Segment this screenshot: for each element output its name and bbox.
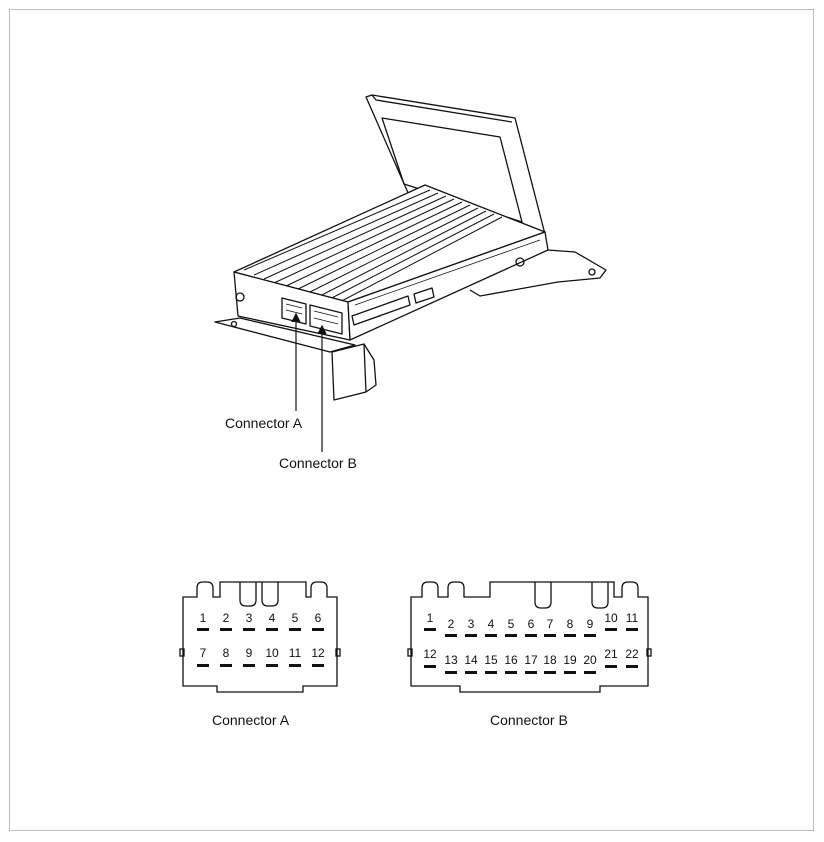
connector-b-pin-label-2: 2 — [448, 617, 455, 631]
heatsink-fins — [243, 189, 503, 306]
connector-b-pin-label-15: 15 — [484, 653, 498, 667]
connector-a-pin-label-10: 10 — [265, 646, 279, 660]
mounting-plate-window — [381, 117, 523, 223]
connector-a-pin-bar-10 — [266, 664, 278, 667]
connector-a-pin-bar-7 — [197, 664, 209, 667]
connector-b-pin-bar-17 — [525, 671, 537, 674]
bracket-right — [469, 247, 607, 297]
connector-b-pin-label-3: 3 — [468, 617, 475, 631]
connector-b-pin-bar-14 — [465, 671, 477, 674]
connector-a-pin-label-4: 4 — [269, 611, 276, 625]
connector-a-diagram — [179, 581, 341, 693]
connector-b-pin-bar-7 — [544, 634, 556, 637]
connector-b-pin-bar-13 — [445, 671, 457, 674]
connector-a-pin-bar-5 — [289, 628, 301, 631]
connector-a-pin-label-11: 11 — [289, 646, 302, 660]
connector-a-pin-bar-4 — [266, 628, 278, 631]
connector-b-diagram — [407, 581, 652, 693]
connector-a-pin-bar-1 — [197, 628, 209, 631]
connector-b-pin-label-16: 16 — [504, 653, 518, 667]
connector-b-pin-label-21: 21 — [604, 647, 618, 661]
leader-lines — [291, 312, 327, 452]
connector-b-pin-label-10: 10 — [604, 611, 618, 625]
connector-b-pin-bar-16 — [505, 671, 517, 674]
connector-b-pin-bar-8 — [564, 634, 576, 637]
connector-b-pin-label-4: 4 — [488, 617, 495, 631]
connector-a-pin-bar-6 — [312, 628, 324, 631]
connector-b-pin-bar-10 — [605, 628, 617, 631]
connector-b-label: Connector B — [279, 455, 357, 471]
connector-a-pin-bar-12 — [312, 664, 324, 667]
connector-b-pin-bar-15 — [485, 671, 497, 674]
connector-a-pin-bar-3 — [243, 628, 255, 631]
socket-b — [309, 304, 343, 335]
connector-a-pin-label-6: 6 — [315, 611, 322, 625]
connector-b-pin-bar-2 — [445, 634, 457, 637]
connector-a-label: Connector A — [225, 415, 303, 431]
connector-a-pin-label-3: 3 — [246, 611, 253, 625]
connector-a-pin-bar-2 — [220, 628, 232, 631]
connector-a-pin-label-2: 2 — [223, 611, 230, 625]
connector-b-pin-label-13: 13 — [444, 653, 458, 667]
connector-b-pin-bar-22 — [626, 665, 638, 668]
connector-b-pin-label-8: 8 — [567, 617, 574, 631]
connector-b-pin-bar-19 — [564, 671, 576, 674]
connector-b-pin-bar-12 — [424, 665, 436, 668]
connector-b-pin-bar-3 — [465, 634, 477, 637]
connector-b-caption: Connector B — [490, 712, 568, 728]
connector-b-pin-label-17: 17 — [524, 653, 538, 667]
connector-b-pin-label-20: 20 — [583, 653, 597, 667]
label-plate — [351, 295, 411, 326]
connector-b-pin-label-11: 11 — [626, 611, 639, 625]
connector-b-pin-label-14: 14 — [464, 653, 478, 667]
connector-b-pin-label-18: 18 — [543, 653, 557, 667]
socket-a — [281, 297, 307, 325]
bracket-leg — [331, 343, 367, 401]
connector-b-pin-label-1: 1 — [427, 611, 434, 625]
connector-b-pin-bar-9 — [584, 634, 596, 637]
connector-b-pin-label-22: 22 — [625, 647, 639, 661]
connector-b-pin-label-19: 19 — [563, 653, 577, 667]
connector-a-pin-label-1: 1 — [200, 611, 207, 625]
connector-b-pin-bar-5 — [505, 634, 517, 637]
amplifier-unit-drawing — [214, 94, 607, 401]
connector-b-pin-label-5: 5 — [508, 617, 515, 631]
connector-b-pin-bar-18 — [544, 671, 556, 674]
connector-a-pin-bar-9 — [243, 664, 255, 667]
connector-a-housing — [182, 581, 338, 693]
housing-side — [347, 231, 549, 341]
connector-b-housing — [410, 581, 649, 693]
connector-b-pin-bar-21 — [605, 665, 617, 668]
connector-a-pin-label-9: 9 — [246, 646, 253, 660]
connector-b-pin-label-9: 9 — [587, 617, 594, 631]
connector-b-pin-bar-6 — [525, 634, 537, 637]
connector-b-pin-label-6: 6 — [528, 617, 535, 631]
connector-a-pin-label-7: 7 — [200, 646, 207, 660]
connector-a-pin-bar-8 — [220, 664, 232, 667]
connector-a-pin-bar-11 — [289, 664, 301, 667]
connector-a-pin-label-5: 5 — [292, 611, 299, 625]
bracket-left — [214, 317, 356, 353]
connector-a-pin-label-12: 12 — [311, 646, 325, 660]
connector-b-pin-label-7: 7 — [547, 617, 554, 631]
connector-a-pin-label-8: 8 — [223, 646, 230, 660]
connector-b-pin-label-12: 12 — [423, 647, 437, 661]
connector-a-caption: Connector A — [212, 712, 290, 728]
connector-b-pin-bar-4 — [485, 634, 497, 637]
diagram-frame — [9, 9, 814, 831]
connector-b-pin-bar-1 — [424, 628, 436, 631]
connector-b-pin-bar-20 — [584, 671, 596, 674]
connector-b-pin-bar-11 — [626, 628, 638, 631]
